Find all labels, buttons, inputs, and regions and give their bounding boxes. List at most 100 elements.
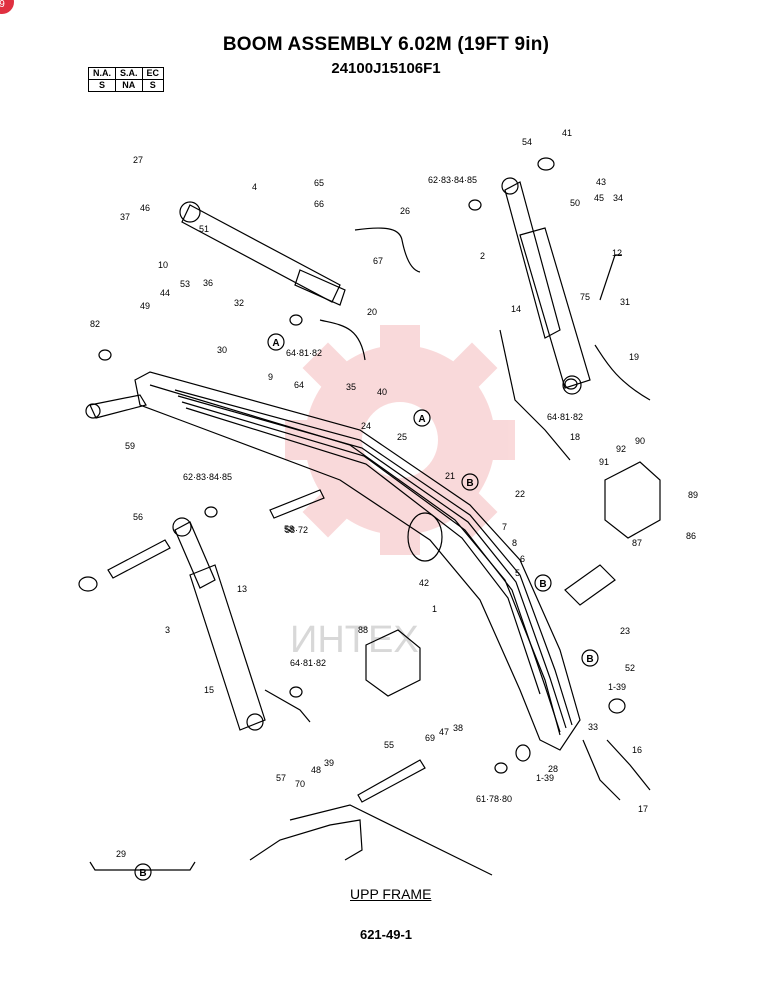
detail-b-label: B — [139, 868, 146, 879]
region-value-na: S — [88, 79, 116, 92]
callout: 13 — [237, 584, 247, 594]
callout: 39 — [324, 758, 334, 768]
callout: 35 — [346, 382, 356, 392]
callout: 92 — [616, 444, 626, 454]
compound-callout: 62·83·84·85 — [428, 175, 477, 185]
callout: 1 — [432, 604, 437, 614]
pin-58 — [269, 489, 325, 519]
hose-line-8 — [185, 407, 541, 695]
callout: 31 — [620, 297, 630, 307]
block-88 — [365, 629, 421, 697]
compound-callout: 58·72 — [285, 525, 308, 535]
callout: 58 — [284, 524, 294, 534]
pin-55 — [357, 759, 426, 803]
hose-16 — [582, 739, 621, 801]
callout: 19 — [629, 352, 639, 362]
callout: 87 — [632, 538, 642, 548]
cylinder-3-body — [189, 564, 266, 731]
foot-pin — [89, 394, 147, 419]
callout: 91 — [599, 457, 609, 467]
detail-b-label: B — [539, 579, 546, 590]
callout: 69 — [425, 733, 435, 743]
callout: 86 — [686, 531, 696, 541]
callout: 9 — [268, 372, 273, 382]
hose-20 — [319, 319, 366, 361]
callout: 23 — [620, 626, 630, 636]
hose-19 — [594, 344, 651, 401]
callout: 65 — [314, 178, 324, 188]
callout: 57 — [276, 773, 286, 783]
callout: 3 — [165, 625, 170, 635]
callout: 27 — [133, 155, 143, 165]
callout: 42 — [419, 578, 429, 588]
upp-frame-label: UPP FRAME — [350, 886, 432, 902]
callout: 43 — [596, 177, 606, 187]
detail-b-label: B — [586, 654, 593, 665]
callout: 32 — [234, 298, 244, 308]
callout: 41 — [562, 128, 572, 138]
callout: 8 — [512, 538, 517, 548]
callout: 54 — [522, 137, 532, 147]
boom-body — [134, 371, 581, 751]
pipe-12 — [599, 254, 622, 301]
callout: 16 — [632, 745, 642, 755]
page-title: BOOM ASSEMBLY 6.02M (19FT 9in) — [222, 34, 550, 55]
hose-17 — [606, 739, 651, 791]
callout: 26 — [400, 206, 410, 216]
watermark-text: ИНТЕХ — [290, 619, 419, 661]
compound-callout: 61·78·80 — [476, 794, 512, 804]
callout: 48 — [311, 765, 321, 775]
part-number: 24100J15106F1 — [331, 60, 441, 77]
boom-parts — [78, 157, 661, 876]
callout: 75 — [580, 292, 590, 302]
compound-callout: 1-39 — [608, 682, 626, 692]
callout: 89 — [688, 490, 698, 500]
callout: 38 — [453, 723, 463, 733]
callout: 20 — [367, 307, 377, 317]
callout: 50 — [570, 198, 580, 208]
shim-disk-42 — [407, 512, 443, 562]
region-value-sa: NA — [115, 79, 143, 92]
hose-26 — [354, 227, 421, 273]
callout: 2 — [480, 251, 485, 261]
detail-b-bracket — [89, 861, 196, 871]
callout: 55 — [384, 740, 394, 750]
callout: 44 — [160, 288, 170, 298]
detail-a-label: A — [272, 338, 279, 349]
callout: 5 — [515, 568, 520, 578]
callout: 46 — [140, 203, 150, 213]
callout: 21 — [445, 471, 455, 481]
callout: 45 — [594, 193, 604, 203]
hose-line-5 — [174, 389, 573, 726]
compound-callout: 64·81·82 — [286, 348, 322, 358]
callout: 10 — [158, 260, 168, 270]
callout: 49 — [140, 301, 150, 311]
callout: 88 — [358, 625, 368, 635]
page-number: 621-49-1 — [359, 927, 413, 942]
callout: 40 — [377, 387, 387, 397]
detail-markers — [134, 333, 599, 881]
compound-callout: 62·83·84·85 — [183, 472, 232, 482]
compound-callout: 1-39 — [536, 773, 554, 783]
region-table: N.A. S.A. EC S NA S — [88, 67, 165, 92]
callout: 12 — [612, 248, 622, 258]
upp-frame — [249, 819, 363, 861]
hose-line-6 — [177, 395, 567, 729]
callout: 14 — [511, 304, 521, 314]
callout: 66 — [314, 199, 324, 209]
callout: 29 — [116, 849, 126, 859]
callout: 82 — [90, 319, 100, 329]
callout: 53 — [180, 279, 190, 289]
callout: 22 — [515, 489, 525, 499]
callout: 59 — [125, 441, 135, 451]
cylinder-3-rod — [174, 521, 216, 589]
callout: 33 — [588, 722, 598, 732]
callout: 4 — [252, 182, 257, 192]
callout: 90 — [635, 436, 645, 446]
hose-19-left — [264, 689, 311, 723]
detail-a-label: A — [418, 414, 425, 425]
compound-callout: 64·81·82 — [290, 658, 326, 668]
cylinder-2-rod — [504, 181, 561, 339]
callout: 56 — [133, 512, 143, 522]
callout: 18 — [570, 432, 580, 442]
